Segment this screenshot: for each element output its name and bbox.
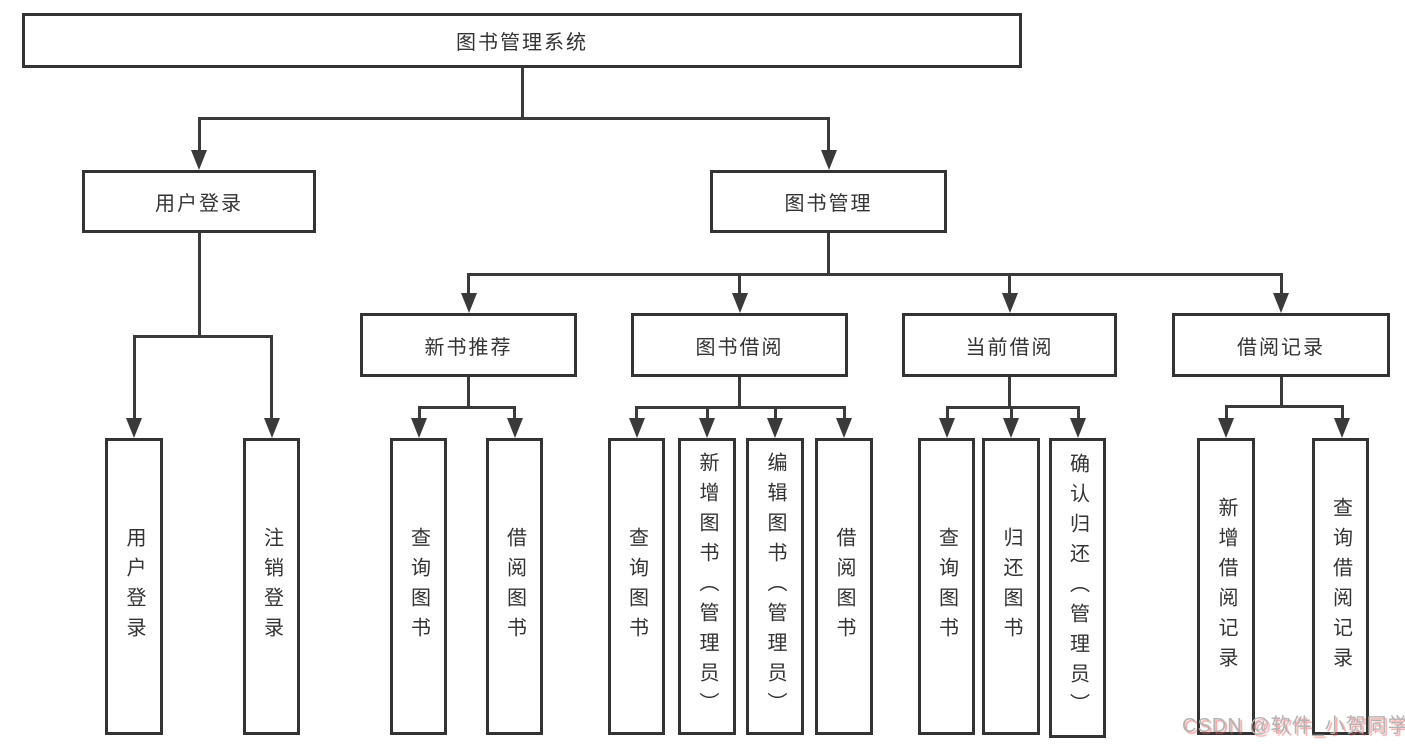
node-leaf-add-books-admin: 新增图书（管理员） xyxy=(678,438,736,735)
connector-line xyxy=(513,406,516,422)
arrow-down-icon xyxy=(767,418,783,438)
node-leaf-add-borrow-record: 新增借阅记录 xyxy=(1197,438,1255,735)
node-leaf-search-books-borrowing: 查询图书 xyxy=(608,438,665,735)
connector-line xyxy=(635,406,638,422)
connector-line xyxy=(635,406,846,409)
node-leaf-search-borrow-record: 查询借阅记录 xyxy=(1312,438,1369,735)
arrow-down-icon xyxy=(1273,293,1289,313)
arrow-down-icon xyxy=(191,150,207,170)
arrow-down-icon xyxy=(126,418,142,438)
arrow-down-icon xyxy=(939,418,955,438)
arrow-down-icon xyxy=(263,418,280,438)
connector-line xyxy=(1279,273,1283,297)
connector-line xyxy=(842,406,846,422)
connector-line xyxy=(197,117,830,120)
node-leaf-search-books-current: 查询图书 xyxy=(918,438,975,735)
connector-line xyxy=(197,233,201,338)
node-leaf-edit-books-admin: 编辑图书（管理员） xyxy=(746,438,804,735)
node-leaf-borrow-books-recommend: 借阅图书 xyxy=(486,438,543,735)
connector-line xyxy=(705,406,709,422)
arrow-down-icon xyxy=(411,418,427,438)
csdn-watermark: CSDN @软件_小贺同学 xyxy=(1182,715,1405,737)
connector-line xyxy=(467,273,1283,276)
connector-line xyxy=(197,117,201,154)
connector-line xyxy=(417,406,421,422)
node-book-borrowing: 图书借阅 xyxy=(631,313,848,377)
connector-line xyxy=(467,377,470,409)
connector-line xyxy=(520,68,524,120)
connector-line xyxy=(773,406,777,422)
connector-line xyxy=(1076,406,1080,422)
arrow-down-icon xyxy=(1334,418,1350,438)
connector-line xyxy=(945,406,949,422)
connector-line xyxy=(1224,405,1344,408)
node-leaf-logout: 注销登录 xyxy=(243,438,300,735)
node-current-borrowing: 当前借阅 xyxy=(902,313,1117,377)
connector-line xyxy=(417,406,516,409)
connector-line xyxy=(827,233,830,276)
connector-line xyxy=(1279,377,1283,408)
connector-line xyxy=(132,335,273,338)
node-leaf-search-books-recommend: 查询图书 xyxy=(390,438,447,735)
connector-line xyxy=(270,335,273,422)
node-library-management-system: 图书管理系统 xyxy=(22,13,1022,68)
node-new-book-recommendation: 新书推荐 xyxy=(360,313,577,377)
connector-line xyxy=(1224,405,1228,422)
connector-line xyxy=(945,406,1080,409)
arrow-down-icon xyxy=(731,293,748,313)
arrow-down-icon xyxy=(460,293,477,313)
connector-line xyxy=(738,377,741,409)
arrow-down-icon xyxy=(836,418,852,438)
connector-line xyxy=(132,335,136,422)
connector-line xyxy=(738,273,741,297)
connector-line xyxy=(1008,377,1011,409)
node-user-login: 用户登录 xyxy=(82,170,316,233)
connector-line xyxy=(1009,406,1013,422)
arrow-down-icon xyxy=(628,418,645,438)
arrow-down-icon xyxy=(699,418,715,438)
node-book-management: 图书管理 xyxy=(710,170,947,233)
arrow-down-icon xyxy=(1003,418,1019,438)
arrow-down-icon xyxy=(1001,293,1018,313)
node-leaf-confirm-return-admin: 确认归还（管理员） xyxy=(1049,438,1106,738)
arrow-down-icon xyxy=(820,150,837,170)
node-borrowing-records: 借阅记录 xyxy=(1172,313,1390,377)
connector-line xyxy=(827,117,830,154)
node-leaf-borrow-books: 借阅图书 xyxy=(815,438,873,735)
arrow-down-icon xyxy=(1218,418,1234,438)
node-leaf-return-books: 归还图书 xyxy=(982,438,1040,735)
connector-line xyxy=(1340,405,1344,422)
connector-line xyxy=(1008,273,1011,297)
connector-line xyxy=(467,273,470,297)
arrow-down-icon xyxy=(506,418,523,438)
arrow-down-icon xyxy=(1070,418,1086,438)
node-leaf-user-login: 用户登录 xyxy=(105,438,163,735)
